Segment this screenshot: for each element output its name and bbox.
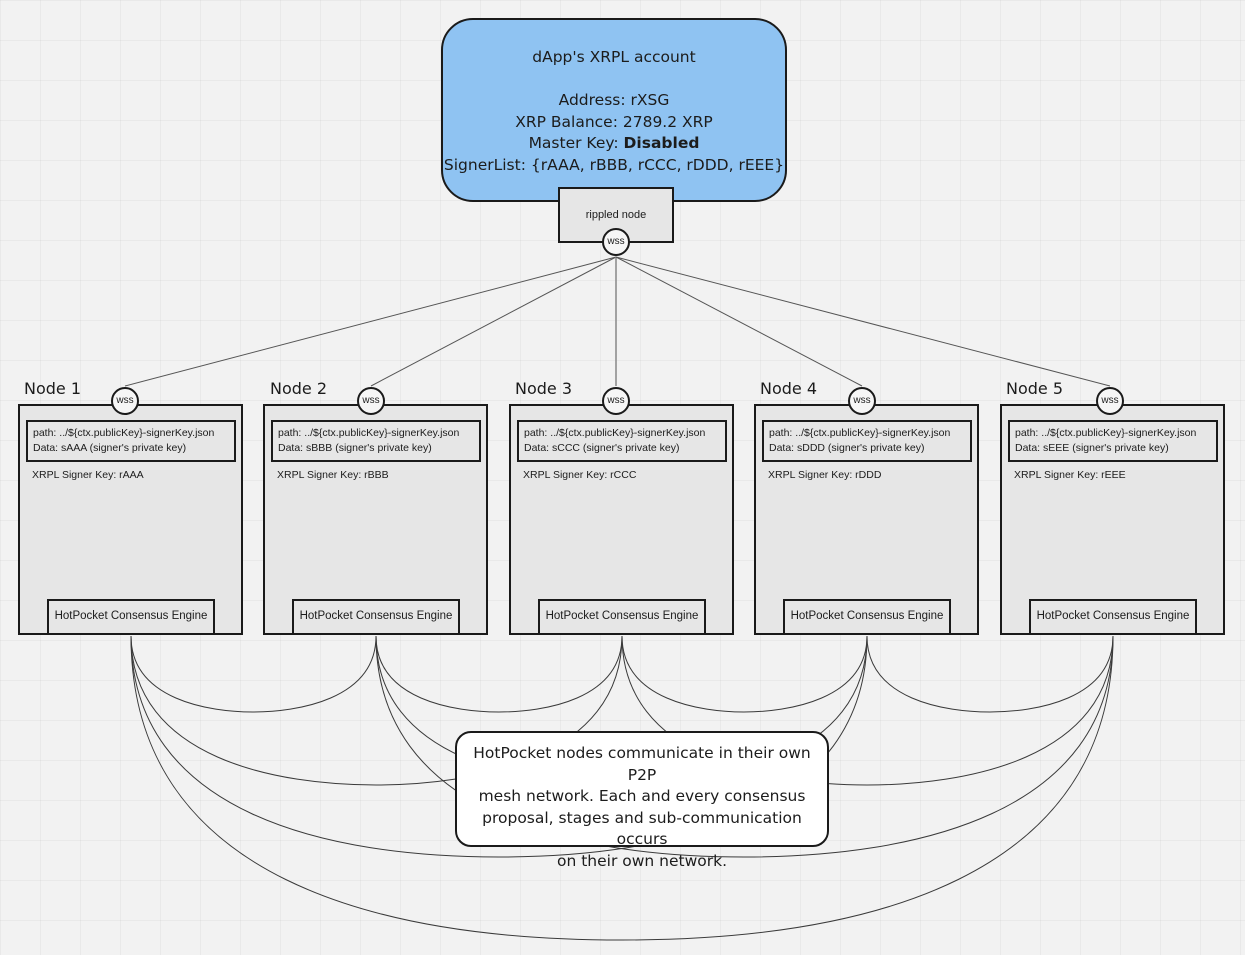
note-line-1: HotPocket nodes communicate in their own… <box>473 744 811 784</box>
node-2-wss-port: wss <box>357 387 385 415</box>
node-1-label: Node 1 <box>24 379 82 398</box>
node-3-key-path: path: ../${ctx.publicKey}-signerKey.json <box>524 427 706 439</box>
node-2-key-path: path: ../${ctx.publicKey}-signerKey.json <box>278 427 460 439</box>
node-1-wss-port: wss <box>111 387 139 415</box>
connection-line-node-5 <box>615 256 1111 387</box>
node-4-key-data: Data: sDDD (signer's private key) <box>769 442 925 454</box>
node-4-box: path: ../${ctx.publicKey}-signerKey.json… <box>754 404 979 635</box>
node-1-box: path: ../${ctx.publicKey}-signerKey.json… <box>18 404 243 635</box>
p2p-mesh-note: HotPocket nodes communicate in their own… <box>455 731 829 870</box>
node-2-key-data: Data: sBBB (signer's private key) <box>278 442 432 454</box>
note-line-4: on their own network. <box>556 851 728 870</box>
node-2-label: Node 2 <box>270 379 328 398</box>
mesh-arc-2-3 <box>375 635 623 713</box>
node-1-key-data: Data: sAAA (signer's private key) <box>33 442 187 454</box>
node-3-wss-port: wss <box>602 387 630 415</box>
node-4-signer-key: XRPL Signer Key: rDDD <box>768 469 882 481</box>
node-5-wss-port: wss <box>1096 387 1124 415</box>
note-line-2: mesh network. Each and every consensus <box>478 787 806 805</box>
mesh-arc-3-4 <box>621 635 868 713</box>
node-3-key-file: path: ../${ctx.publicKey}-signerKey.json… <box>517 420 727 462</box>
connection-line-node-1 <box>124 256 617 387</box>
xrpl-account-box: dApp's XRPL account Address: rXSG XRP Ba… <box>441 18 787 202</box>
node-4-consensus-engine: HotPocket Consensus Engine <box>783 599 951 635</box>
account-title: dApp's XRPL account <box>532 48 696 66</box>
node-3-signer-key: XRPL Signer Key: rCCC <box>523 469 637 481</box>
master-key-label: Master Key: <box>528 134 624 152</box>
node-4-key-path: path: ../${ctx.publicKey}-signerKey.json <box>769 427 951 439</box>
node-3-key-data: Data: sCCC (signer's private key) <box>524 442 680 454</box>
account-master-key: Master Key: Disabled <box>443 133 785 155</box>
node-2-key-file: path: ../${ctx.publicKey}-signerKey.json… <box>271 420 481 462</box>
node-3-consensus-engine: HotPocket Consensus Engine <box>538 599 706 635</box>
node-3-box: path: ../${ctx.publicKey}-signerKey.json… <box>509 404 734 635</box>
node-2-consensus-engine: HotPocket Consensus Engine <box>292 599 460 635</box>
account-address: Address: rXSG <box>558 91 670 109</box>
node-5-key-path: path: ../${ctx.publicKey}-signerKey.json <box>1015 427 1197 439</box>
rippled-node-label: rippled node <box>585 209 647 221</box>
master-key-value: Disabled <box>623 134 700 152</box>
node-4-label: Node 4 <box>760 379 818 398</box>
node-1-key-path: path: ../${ctx.publicKey}-signerKey.json <box>33 427 215 439</box>
node-2-box: path: ../${ctx.publicKey}-signerKey.json… <box>263 404 488 635</box>
account-balance: XRP Balance: 2789.2 XRP <box>515 112 713 131</box>
mesh-arc-4-5 <box>866 635 1114 713</box>
connection-line-node-2 <box>370 256 617 387</box>
node-3-label: Node 3 <box>515 379 573 398</box>
note-line-3: proposal, stages and sub-communication o… <box>482 808 802 849</box>
mesh-arc-1-2 <box>130 635 377 713</box>
node-4-key-file: path: ../${ctx.publicKey}-signerKey.json… <box>762 420 972 462</box>
node-4-wss-port: wss <box>848 387 876 415</box>
node-5-key-file: path: ../${ctx.publicKey}-signerKey.json… <box>1008 420 1218 462</box>
node-5-consensus-engine: HotPocket Consensus Engine <box>1029 599 1197 635</box>
node-5-box: path: ../${ctx.publicKey}-signerKey.json… <box>1000 404 1225 635</box>
node-5-signer-key: XRPL Signer Key: rEEE <box>1014 469 1126 481</box>
connection-line-node-4 <box>615 256 863 387</box>
node-1-consensus-engine: HotPocket Consensus Engine <box>47 599 215 635</box>
node-5-key-data: Data: sEEE (signer's private key) <box>1015 442 1169 454</box>
node-2-signer-key: XRPL Signer Key: rBBB <box>277 469 389 481</box>
node-1-signer-key: XRPL Signer Key: rAAA <box>32 469 144 481</box>
rippled-wss-port: wss <box>602 228 630 256</box>
node-1-key-file: path: ../${ctx.publicKey}-signerKey.json… <box>26 420 236 462</box>
node-5-label: Node 5 <box>1006 379 1064 398</box>
account-signer-list: SignerList: {rAAA, rBBB, rCCC, rDDD, rEE… <box>443 155 785 174</box>
